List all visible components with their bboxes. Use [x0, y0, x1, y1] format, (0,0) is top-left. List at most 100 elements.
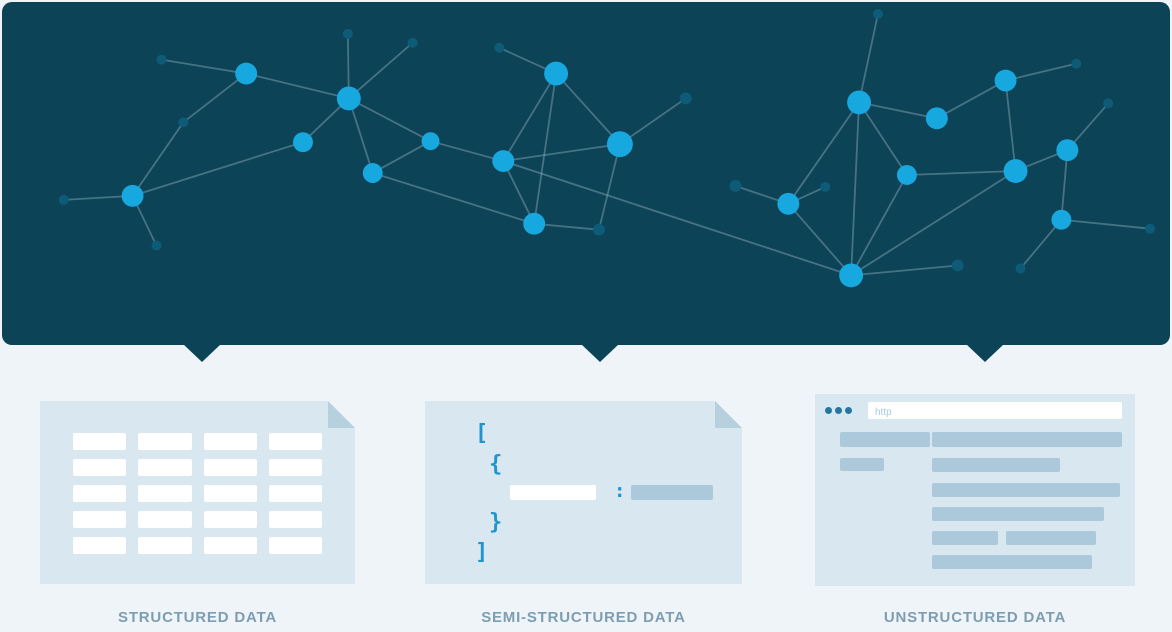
graph-edge [850, 102, 860, 276]
graph-node-dot [407, 37, 418, 48]
graph-edge [503, 160, 852, 277]
graph-edge [502, 73, 557, 162]
graph-node-dot [58, 194, 69, 205]
content-bar [932, 458, 1060, 472]
table-cell [138, 459, 192, 476]
table-cell [138, 485, 192, 502]
graph-edge [850, 170, 1017, 277]
graph-edge [372, 172, 535, 225]
table-cell [203, 511, 257, 528]
content-bar [840, 432, 930, 447]
json-key-bar [510, 485, 596, 500]
graph-node-hub [1056, 139, 1079, 162]
graph-node-hub [777, 192, 800, 215]
graph-node-hub [336, 86, 361, 111]
graph-node-dot [951, 259, 964, 272]
table-cell [203, 485, 257, 502]
graph-node-dot [729, 179, 742, 192]
graph-edge [1004, 80, 1017, 172]
graph-edge [787, 203, 852, 276]
graph-node-hub [1051, 209, 1072, 230]
structured-data-card [40, 401, 355, 584]
graph-edge [1060, 150, 1069, 220]
graph-edge [533, 73, 557, 224]
graph-node-hub [994, 69, 1017, 92]
graph-node-dot [1071, 58, 1082, 69]
graph-node-hub [925, 107, 948, 130]
json-object-close: } [489, 510, 503, 535]
callout-pointer-structured [183, 344, 221, 362]
graph-node-dot [1103, 98, 1114, 109]
graph-edge [1061, 218, 1151, 230]
graph-node-dot [156, 54, 167, 65]
graph-edge [555, 72, 621, 145]
table-cell [73, 433, 127, 450]
graph-edge [161, 58, 247, 75]
graph-node-hub [421, 132, 440, 151]
content-bar [932, 432, 1122, 447]
graph-node-hub [896, 165, 917, 185]
graph-edge [372, 140, 431, 174]
graph-edge [502, 160, 535, 225]
graph-node-dot [679, 92, 692, 105]
network-graph [58, 8, 1156, 288]
url-bar: http [868, 402, 1122, 419]
graph-edge [906, 170, 1016, 176]
network-graph-panel [2, 2, 1170, 345]
table-cell [203, 537, 257, 554]
graph-node-hub [839, 263, 864, 288]
graph-node-dot [1145, 223, 1156, 234]
graph-node-hub [492, 150, 515, 173]
graph-edge [598, 143, 621, 230]
graph-node-hub [606, 131, 633, 158]
graph-edge [858, 13, 879, 103]
graph-node-dot [592, 223, 605, 236]
json-colon: : [614, 480, 626, 502]
data-table [73, 433, 322, 554]
graph-edge [858, 101, 908, 176]
table-cell [138, 433, 192, 450]
graph-edge [619, 97, 687, 145]
content-bar [840, 458, 884, 471]
graph-node-hub [121, 184, 144, 207]
table-cell [73, 511, 127, 528]
graph-node-hub [293, 132, 313, 153]
graph-edge [245, 72, 350, 100]
semi-structured-data-label: SEMI-STRUCTURED DATA [481, 609, 686, 626]
browser-dot-icon [835, 407, 842, 414]
structured-data-label: STRUCTURED DATA [118, 609, 277, 626]
graph-edge [348, 97, 431, 142]
content-bar [932, 531, 998, 545]
graph-edge [936, 79, 1006, 120]
content-bar [932, 507, 1104, 521]
table-cell [268, 459, 322, 476]
json-value-bar [631, 485, 713, 500]
table-cell [73, 459, 127, 476]
content-bar [1006, 531, 1096, 545]
table-cell [268, 485, 322, 502]
graph-node-dot [1015, 263, 1026, 274]
table-cell [73, 537, 127, 554]
graph-edge [430, 140, 504, 162]
browser-dot-icon [845, 407, 852, 414]
graph-edge [851, 264, 958, 277]
callout-pointer-unstructured [966, 344, 1004, 362]
json-array-open: [ [475, 421, 489, 446]
graph-node-dot [151, 240, 162, 251]
graph-node-hub [1003, 159, 1028, 183]
json-object-open: { [489, 452, 503, 477]
graph-node-dot [342, 28, 353, 39]
graph-node-dot [178, 117, 189, 128]
content-bar [932, 483, 1120, 497]
table-cell [203, 459, 257, 476]
table-cell [268, 511, 322, 528]
graph-edge [131, 121, 185, 197]
graph-edge [347, 98, 374, 174]
graph-edge [858, 101, 937, 120]
graph-edge [132, 141, 304, 197]
graph-node-dot [873, 8, 883, 19]
content-bar [932, 555, 1092, 569]
graph-node-dot [494, 42, 505, 53]
table-cell [203, 433, 257, 450]
